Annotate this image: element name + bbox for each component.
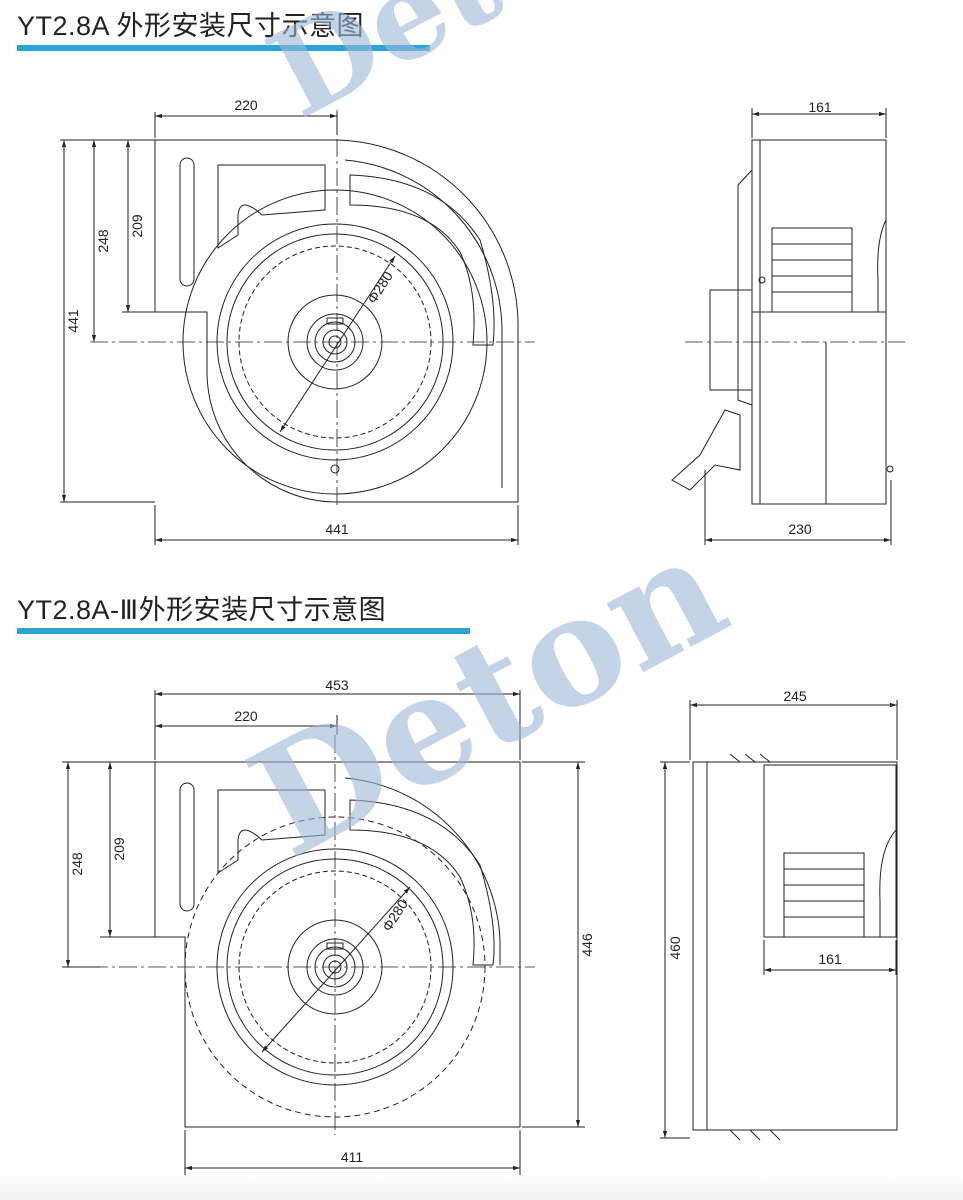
dim-460: 460 bbox=[667, 936, 683, 960]
section-2-title: YT2.8A-Ⅲ外形安装尺寸示意图 bbox=[17, 595, 387, 625]
dim-441-width: 441 bbox=[325, 521, 349, 537]
dim-248-b: 248 bbox=[69, 852, 85, 876]
dim-phi280-a: Φ280 bbox=[364, 268, 396, 306]
front-view-1 bbox=[60, 110, 535, 545]
dim-248-a: 248 bbox=[95, 229, 111, 253]
watermark-top: Deton bbox=[247, 0, 669, 146]
dim-161-b: 161 bbox=[818, 951, 842, 967]
dim-230: 230 bbox=[788, 521, 812, 537]
bottom-edge-shade bbox=[0, 1176, 963, 1200]
dim-220-a: 220 bbox=[234, 97, 258, 113]
dim-209-b: 209 bbox=[111, 837, 127, 861]
dim-161-a: 161 bbox=[808, 99, 832, 115]
section-2-underline bbox=[17, 628, 470, 634]
watermark-middle: Deton bbox=[224, 500, 752, 892]
dim-209-a: 209 bbox=[129, 214, 145, 238]
side-view-2 bbox=[660, 700, 898, 1141]
dim-446: 446 bbox=[579, 933, 595, 957]
dim-411: 411 bbox=[341, 1149, 364, 1165]
dim-453: 453 bbox=[325, 677, 349, 693]
dim-220-b: 220 bbox=[234, 708, 258, 724]
section-1-title: YT2.8A 外形安装尺寸示意图 bbox=[17, 11, 365, 41]
side-view-1 bbox=[671, 108, 905, 545]
dim-245: 245 bbox=[783, 688, 807, 704]
dim-441-height: 441 bbox=[65, 309, 81, 333]
front-view-2 bbox=[62, 690, 585, 1175]
section-1-underline bbox=[17, 45, 430, 51]
